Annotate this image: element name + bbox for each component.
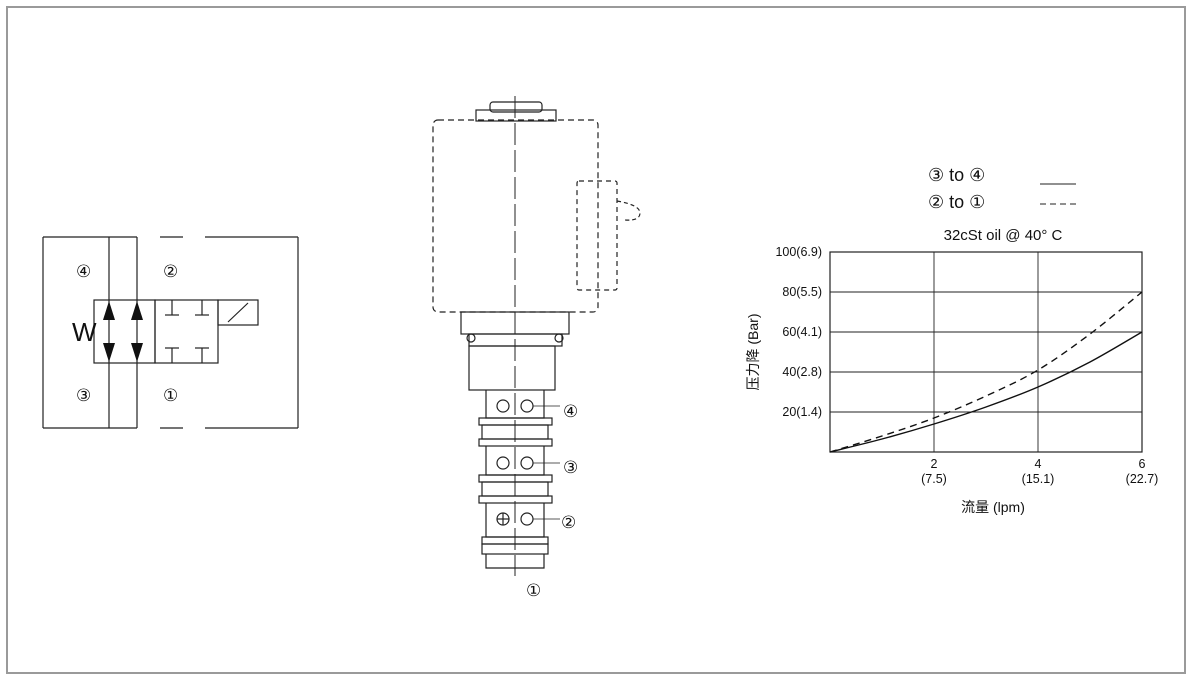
schematic-port-2: ② xyxy=(163,262,178,281)
series-2-to-1-line xyxy=(829,291,1143,453)
y-tick-label: 20(1.4) xyxy=(782,405,822,419)
y-tick-labels: 20(1.4) 40(2.8) 60(4.1) 80(5.5) 100(6.9) xyxy=(775,245,822,419)
x-tick-label: 4 xyxy=(1035,457,1042,471)
x-tick-labels: 2(7.5) 4(15.1) 6(22.7) xyxy=(921,457,1158,486)
chart-series xyxy=(829,291,1143,453)
plot-frame xyxy=(829,251,1143,453)
body-port-2: ② xyxy=(561,513,576,532)
pressure-drop-chart: ③ to ④ ② to ① 32cSt oil @ 40° C 20(1.4) 4… xyxy=(745,165,1158,515)
schematic-port-3: ③ xyxy=(76,386,91,405)
schematic-port-4: ④ xyxy=(76,262,91,281)
x-tick-sublabel: (15.1) xyxy=(1022,472,1055,486)
chart-title: 32cSt oil @ 40° C xyxy=(944,227,1063,244)
y-tick-label: 60(4.1) xyxy=(782,325,822,339)
drawing-frame xyxy=(6,6,1186,674)
legend-entry-3-to-4: ③ to ④ xyxy=(928,165,985,185)
body-port-4: ④ xyxy=(563,402,578,421)
body-port-1: ① xyxy=(526,581,541,600)
body-port-3: ③ xyxy=(563,458,578,477)
y-tick-label: 100(6.9) xyxy=(775,245,822,259)
x-tick-label: 6 xyxy=(1139,457,1146,471)
x-axis-label: 流量 (lpm) xyxy=(961,499,1025,515)
x-tick-sublabel: (7.5) xyxy=(921,472,947,486)
y-tick-label: 80(5.5) xyxy=(782,285,822,299)
legend-entry-2-to-1: ② to ① xyxy=(928,192,985,212)
spring-symbol: W xyxy=(72,317,97,347)
x-tick-sublabel: (22.7) xyxy=(1126,472,1159,486)
chart-grid xyxy=(830,252,1142,452)
flow-arrows xyxy=(103,301,143,362)
y-tick-label: 40(2.8) xyxy=(782,365,822,379)
cartridge-valve-drawing xyxy=(432,96,641,576)
x-tick-label: 2 xyxy=(931,457,938,471)
series-3-to-4-line xyxy=(829,331,1143,453)
y-axis-label: 压力降 (Bar) xyxy=(745,314,761,391)
valve-symbol xyxy=(42,236,299,429)
schematic-port-1: ① xyxy=(163,386,178,405)
